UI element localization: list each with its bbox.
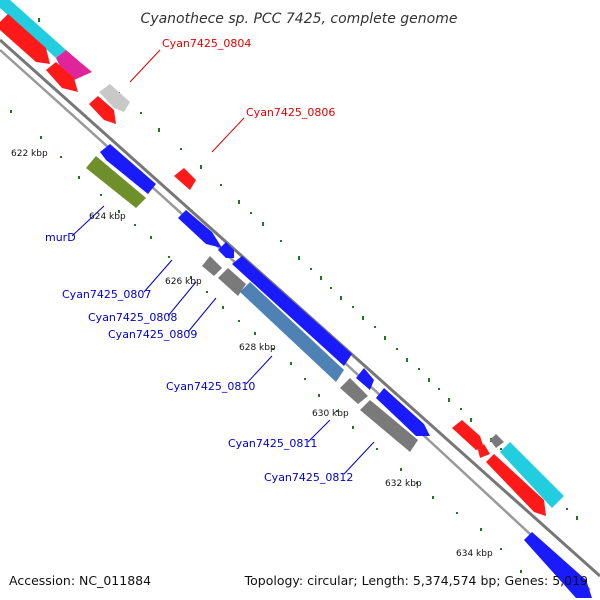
- outer-strand-features: [0, 0, 564, 516]
- tick-label: 632 kbp: [385, 479, 422, 489]
- accession-text: Accession: NC_011884: [9, 573, 152, 588]
- tick-dots-inner: [60, 156, 502, 550]
- gene-label[interactable]: Cyan7425_0809: [108, 328, 197, 341]
- tick-marks-inner: [10, 110, 522, 573]
- gene-arrow[interactable]: [232, 256, 352, 366]
- gene-label[interactable]: Cyan7425_0811: [228, 437, 317, 450]
- gene-arrow[interactable]: [99, 84, 130, 112]
- gene-label[interactable]: Cyan7425_0806: [246, 106, 335, 119]
- gene-label[interactable]: murD: [45, 231, 76, 244]
- gene-arrow[interactable]: [86, 156, 146, 208]
- gene-arrow[interactable]: [218, 242, 234, 258]
- map-title: Cyanothece sp. PCC 7425, complete genome: [141, 11, 458, 27]
- gene-arrow[interactable]: [360, 400, 418, 452]
- gene-arrow[interactable]: [218, 268, 246, 296]
- gene-arrow[interactable]: [0, 14, 50, 64]
- gene-arrow[interactable]: [340, 378, 368, 404]
- gene-arrow[interactable]: [46, 62, 78, 92]
- gene-arrow[interactable]: [490, 434, 504, 448]
- gene-arrow[interactable]: [524, 532, 592, 598]
- genome-summary: Topology: circular; Length: 5,374,574 bp…: [244, 573, 588, 588]
- gene-arrow[interactable]: [89, 96, 116, 124]
- tick-label: 622 kbp: [11, 149, 48, 159]
- gene-arrow[interactable]: [486, 454, 546, 516]
- gene-arrow[interactable]: [178, 210, 222, 248]
- gene-arrow[interactable]: [202, 256, 222, 276]
- gene-label[interactable]: Cyan7425_0810: [166, 380, 255, 393]
- gene-arrow[interactable]: [376, 388, 430, 436]
- label-leaders: [71, 49, 375, 475]
- gene-arrow[interactable]: [478, 444, 490, 458]
- inner-strand-features: [86, 144, 592, 598]
- tick-label: 626 kbp: [165, 277, 202, 287]
- gene-arrow[interactable]: [0, 0, 66, 58]
- tick-label: 628 kbp: [239, 343, 276, 353]
- gene-label[interactable]: Cyan7425_0807: [62, 288, 151, 301]
- gene-arrow[interactable]: [240, 282, 344, 382]
- gene-arrow[interactable]: [500, 442, 564, 508]
- tick-label: 634 kbp: [456, 549, 493, 559]
- gene-arrow[interactable]: [356, 368, 374, 390]
- gene-label[interactable]: Cyan7425_0804: [162, 37, 251, 50]
- gene-arrow[interactable]: [452, 420, 484, 450]
- tick-label: 630 kbp: [312, 409, 349, 419]
- gene-label[interactable]: Cyan7425_0808: [88, 311, 177, 324]
- gene-label[interactable]: Cyan7425_0812: [264, 471, 353, 484]
- tick-label: 624 kbp: [89, 212, 126, 222]
- gene-arrow[interactable]: [100, 144, 156, 194]
- gene-arrow[interactable]: [174, 168, 196, 190]
